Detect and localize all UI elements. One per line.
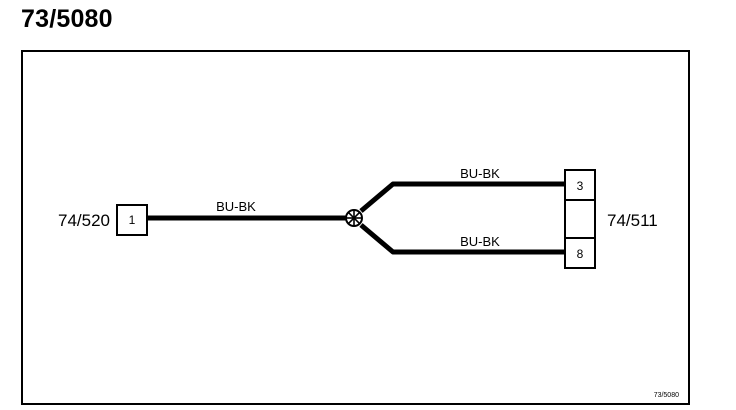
diagram-frame	[21, 50, 690, 405]
right-connector-pin-3: 3	[577, 179, 584, 193]
wire-lower-branch	[359, 223, 565, 255]
wire-upper-branch	[359, 181, 565, 213]
left-connector-pin-1: 1	[129, 213, 136, 227]
wire-lower-label: BU-BK	[460, 234, 500, 249]
splice-point-icon	[345, 209, 363, 227]
wire-upper-label: BU-BK	[460, 166, 500, 181]
wire-main-label: BU-BK	[216, 199, 256, 214]
right-connector-name: 74/511	[607, 211, 658, 230]
left-connector-pin-box	[116, 204, 148, 236]
page-title: 73/5080	[21, 5, 113, 33]
right-connector-pin-8: 8	[577, 247, 584, 261]
left-connector-name: 74/520	[58, 211, 110, 230]
footer-reference: 73/5080	[654, 392, 679, 399]
right-connector-body	[564, 169, 596, 269]
